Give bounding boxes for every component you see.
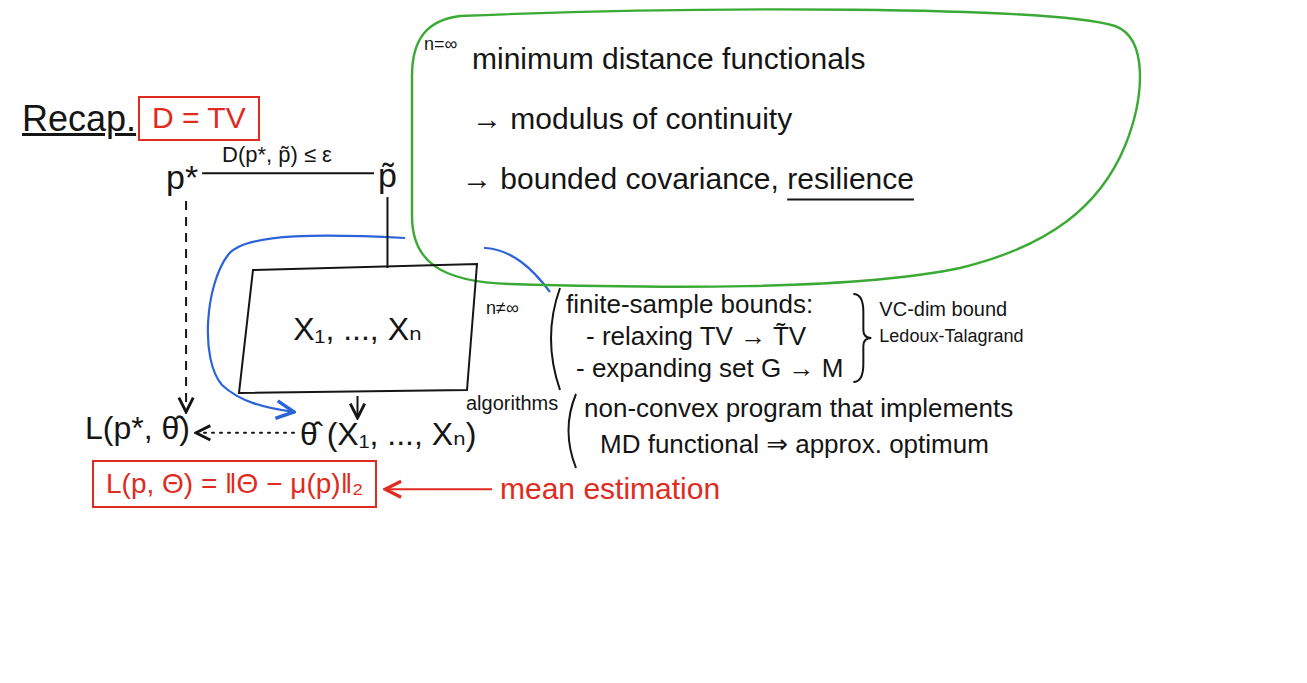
note-line: minimum distance functionals	[472, 42, 866, 77]
sample-text-holder: X₁, ..., Xₙ	[235, 262, 480, 395]
dashed-link	[185, 201, 187, 412]
red-box: D = TV	[138, 96, 260, 141]
case-tag: n≠∞	[486, 298, 519, 319]
sample-text: X₁, ..., Xₙ	[293, 310, 421, 348]
note-line: → modulus of continuity	[472, 102, 792, 137]
word-underline	[787, 199, 914, 201]
green-region: n=∞ minimum distance functionals → modulus…	[400, 6, 1145, 291]
distribution-symbol: p̃	[378, 156, 397, 195]
side-note: VC-dim bound	[879, 298, 1007, 321]
sample-outline-shape	[239, 264, 477, 393]
note-line: - relaxing TV → T̃V	[586, 322, 806, 352]
red-box: L(p, Θ) = ‖Θ − μ(p)‖₂	[92, 460, 377, 508]
condition-line	[202, 172, 374, 174]
note-line: → bounded covariance, resilience	[462, 162, 914, 197]
condition: D(p*, p̃) ≤ ε	[222, 142, 332, 167]
box-text: D = TV	[152, 101, 246, 136]
sample-box: X₁, ..., Xₙ	[235, 262, 480, 395]
estimator: θ̂ (X₁, ..., Xₙ)	[300, 416, 476, 453]
green-outline-path	[412, 9, 1140, 286]
estimate-arrow	[357, 396, 359, 418]
side-note: algorithms	[466, 392, 558, 415]
note-line: - expanding set G → M	[576, 354, 843, 384]
paren	[569, 394, 577, 468]
distribution-symbol: p*	[166, 158, 198, 197]
annotation: mean estimation	[500, 472, 720, 507]
note-arrow	[385, 488, 492, 490]
heading: Recap.	[22, 98, 136, 139]
paren	[551, 288, 560, 390]
note-line: non-convex program that implements	[584, 394, 1013, 424]
dotted-link	[196, 432, 294, 434]
note-line: MD functional ⇒ approx. optimum	[600, 430, 989, 460]
box-text: L(p, Θ) = ‖Θ − μ(p)‖₂	[106, 468, 363, 500]
note-line: finite-sample bounds:	[566, 290, 813, 320]
side-note: Ledoux-Talagrand	[879, 326, 1023, 347]
loss-term: L(p*, θ̂)	[85, 410, 190, 447]
sample-line	[386, 197, 388, 268]
case-tag: n=∞	[424, 34, 457, 55]
brace	[853, 294, 871, 382]
